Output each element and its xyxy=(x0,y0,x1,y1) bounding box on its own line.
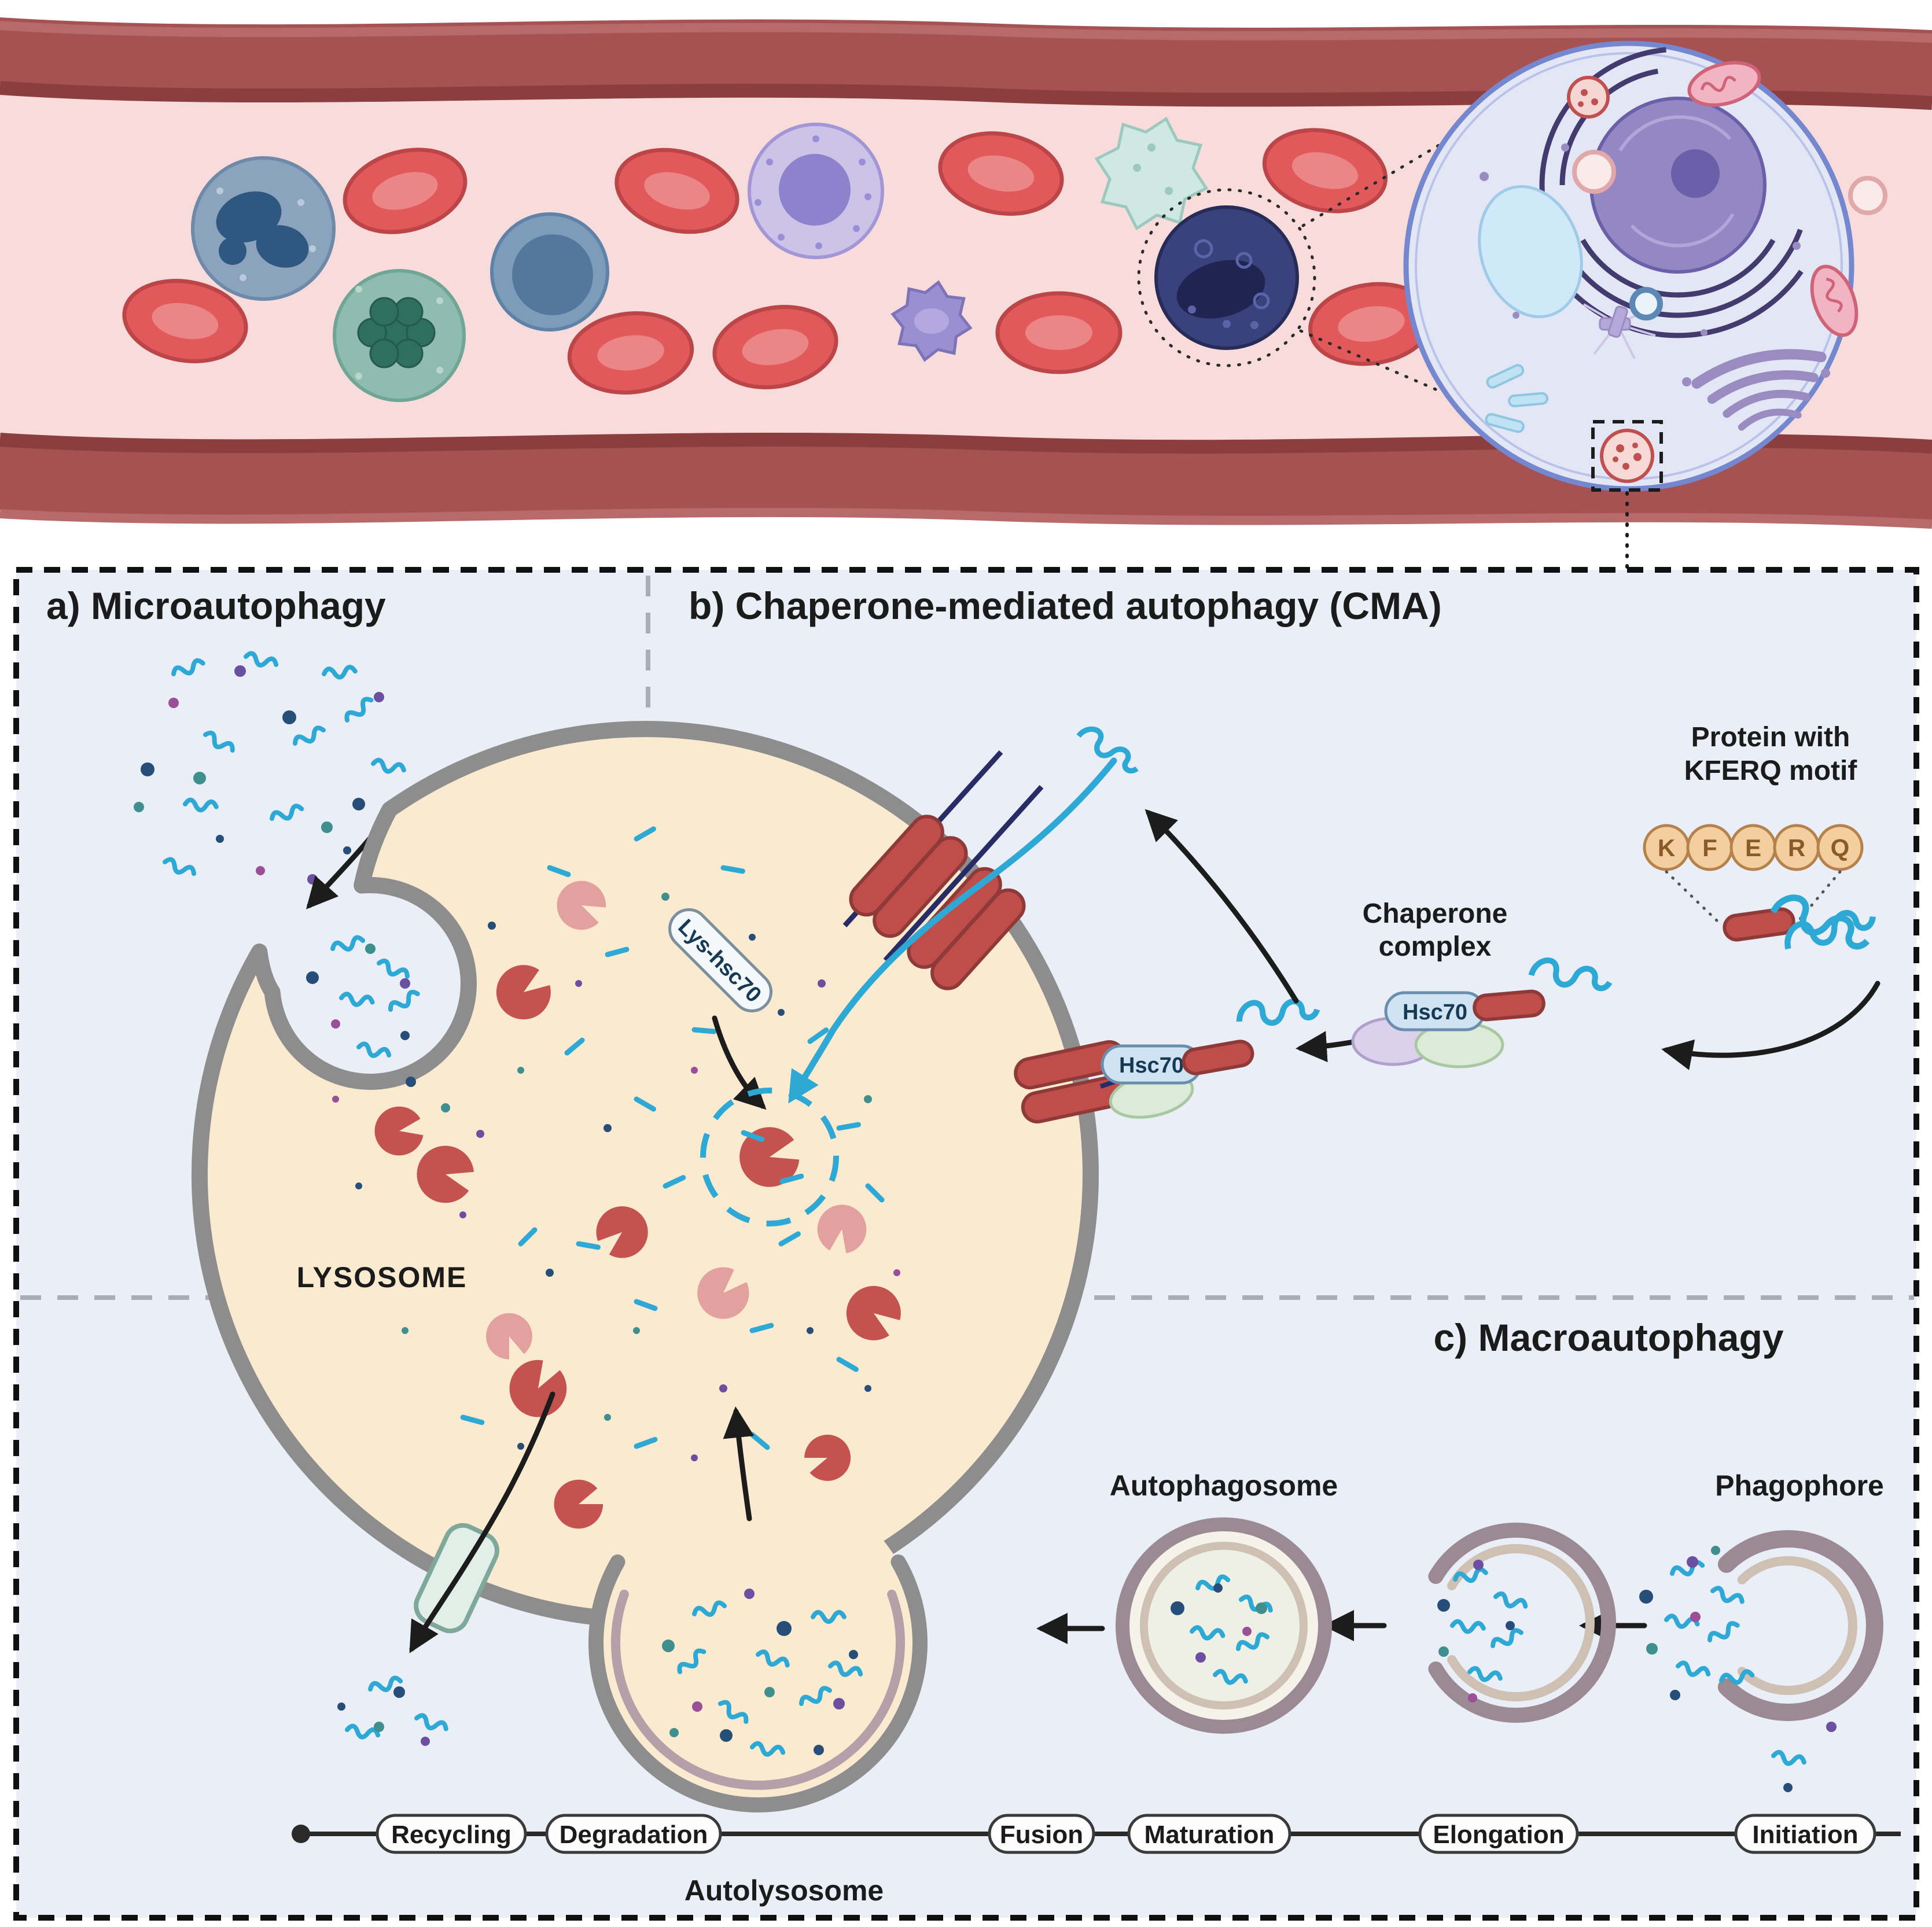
arrow-complex-to-membrane xyxy=(1296,1031,1360,1063)
eosinophil-cell xyxy=(333,269,466,402)
arrow-to-degradation xyxy=(712,1015,767,1110)
bead-motif-connector xyxy=(1665,870,1721,925)
hsc70-label: Hsc70 xyxy=(1403,1000,1467,1025)
elongation-phagophore xyxy=(1428,1523,1616,1723)
recycling-export xyxy=(337,1391,555,1746)
autolysosome-body xyxy=(596,1481,920,1805)
arrow-to-translocon xyxy=(1145,809,1299,1004)
centriole xyxy=(1583,303,1656,359)
invagination-contents xyxy=(306,936,484,1138)
membrane-hsc70-group: Hsc70 xyxy=(1013,994,1318,1124)
bead-K: K xyxy=(1658,834,1675,861)
bead-R: R xyxy=(1788,834,1805,861)
autophagosome xyxy=(1116,1517,1332,1734)
stage-degradation: Degradation xyxy=(560,1821,708,1849)
kferq-title-1: Protein with xyxy=(1691,722,1850,753)
ribosome-dots xyxy=(1480,143,1801,336)
monocyte-cell xyxy=(191,156,336,301)
autolysosome xyxy=(588,1406,928,1812)
microautophagy-cargo xyxy=(134,652,404,909)
cytoskeleton-rods xyxy=(1485,364,1548,433)
substrate-thread xyxy=(788,757,1117,1104)
highlighted-monocyte-cell xyxy=(1154,205,1299,350)
small-lysosome xyxy=(1567,76,1610,119)
panel-a-title: a) Microautophagy xyxy=(46,584,386,627)
zoom-connector-line xyxy=(1299,329,1441,393)
hsc70-label: Hsc70 xyxy=(1119,1053,1184,1078)
lysosome-target xyxy=(1591,420,1663,492)
stage-fusion: Fusion xyxy=(1000,1821,1083,1849)
timeline-stages: Recycling Degradation Fusion Maturation … xyxy=(376,1814,1876,1854)
neutrophil-cell xyxy=(748,123,884,259)
panel-b-title: b) Chaperone-mediated autophagy (CMA) xyxy=(689,584,1442,627)
bead-E: E xyxy=(1745,834,1761,861)
zoom-connector-line xyxy=(1301,142,1444,227)
phagophore-label: Phagophore xyxy=(1715,1469,1884,1502)
blood-cells xyxy=(118,104,1438,400)
zoomed-cell xyxy=(1403,40,1887,570)
bead-F: F xyxy=(1702,834,1717,861)
arrow-recycling xyxy=(409,1391,555,1653)
stage-elongation: Elongation xyxy=(1433,1821,1564,1849)
endosome xyxy=(1629,287,1663,320)
autolysosome-outer-membrane xyxy=(588,1554,928,1812)
timeline-start-dot xyxy=(292,1825,310,1843)
chaperone-complex-label-2: complex xyxy=(1379,931,1492,962)
vessel-wall-bottom xyxy=(0,440,1932,521)
translocation-complex xyxy=(844,750,1044,995)
chaperone-complex-label-1: Chaperone xyxy=(1363,898,1508,929)
autolysosome-inner-membrane xyxy=(611,1589,905,1790)
nucleolus xyxy=(1671,149,1720,198)
arrow-kferq-to-complex xyxy=(1661,981,1881,1070)
focus-dotted-circle xyxy=(1137,188,1316,367)
kferq-title-2: KFERQ motif xyxy=(1684,756,1858,786)
vacuole xyxy=(1478,185,1583,318)
autolysosome-label: Autolysosome xyxy=(685,1874,884,1907)
vesicle xyxy=(1848,176,1887,215)
phagophore xyxy=(1717,1530,1883,1721)
red-blood-cell xyxy=(998,293,1120,372)
macroautophagy-panel: Phagophore Autophagosome xyxy=(1036,1469,1884,1792)
arrow-degradation xyxy=(723,1406,755,1521)
stage-initiation: Initiation xyxy=(1752,1821,1858,1849)
process-timeline: Recycling Degradation Fusion Maturation … xyxy=(292,1814,1901,1907)
interior-dots xyxy=(332,893,900,1461)
lymphocyte-cell xyxy=(490,212,609,331)
zoom-connectors xyxy=(1137,142,1444,393)
degradation-ring xyxy=(700,1088,839,1226)
vesicle xyxy=(1572,150,1616,194)
lysosome-label: LYSOSOME xyxy=(297,1261,468,1294)
bead-Q: Q xyxy=(1831,834,1850,861)
platelet-core xyxy=(914,308,949,334)
stage-maturation: Maturation xyxy=(1145,1821,1275,1849)
dashed-target-square xyxy=(1591,420,1663,492)
stage-recycling: Recycling xyxy=(391,1821,511,1849)
lysosome-interior xyxy=(332,829,911,1536)
chaperone-complex-group: Hsc70 xyxy=(1351,959,1611,1068)
panel-c-title: c) Macroautophagy xyxy=(1433,1316,1783,1359)
golgi-apparatus xyxy=(1691,349,1827,431)
nucleus xyxy=(1589,97,1767,274)
cell-membrane xyxy=(1403,40,1854,492)
autophagosome-label: Autophagosome xyxy=(1110,1469,1338,1502)
kferq-beads: K F E R Q xyxy=(1643,824,1864,871)
